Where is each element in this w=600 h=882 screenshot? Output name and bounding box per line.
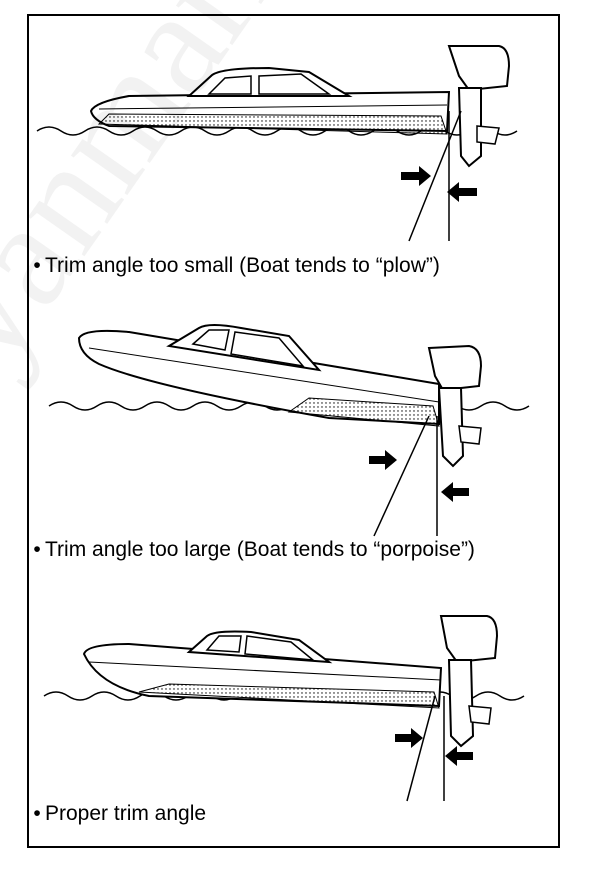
bullet: • [33,538,41,561]
arrow-left [447,182,477,202]
arrow-right [401,166,431,186]
caption-trim-too-large: •Trim angle too large (Boat tends to “po… [29,538,475,562]
bullet: • [33,254,41,277]
arrow-right [369,450,397,470]
boat-porpoise-illustration [48,324,530,537]
boat-proper-trim-illustration [43,615,525,802]
arrow-left [441,482,469,502]
trim-angle-line [406,695,436,802]
arrow-right [395,728,423,748]
outboard-motor [447,45,511,92]
figure-frame: •Trim angle too small (Boat tends to “pl… [0,0,560,848]
bullet: • [33,802,41,825]
arrow-left [445,746,473,766]
trim-angle-line [408,110,462,242]
caption-text: Trim angle too small (Boat tends to “plo… [45,254,440,277]
trim-angle-line [373,415,430,537]
hull-wetted [138,683,440,709]
caption-trim-too-small: •Trim angle too small (Boat tends to “pl… [29,254,440,278]
hull-wetted [97,113,448,135]
outboard-motor [439,615,499,664]
caption-text: Proper trim angle [45,802,207,825]
caption-text: Trim angle too large (Boat tends to “por… [45,538,475,561]
boat-plow-illustration [36,45,518,242]
panel-trim-too-small: •Trim angle too small (Boat tends to “pl… [29,16,558,281]
hull-wetted [287,397,440,427]
caption-proper-trim: •Proper trim angle [29,802,206,826]
panel-proper-trim: •Proper trim angle [29,596,558,846]
panel-trim-too-large: •Trim angle too large (Boat tends to “po… [29,306,558,576]
